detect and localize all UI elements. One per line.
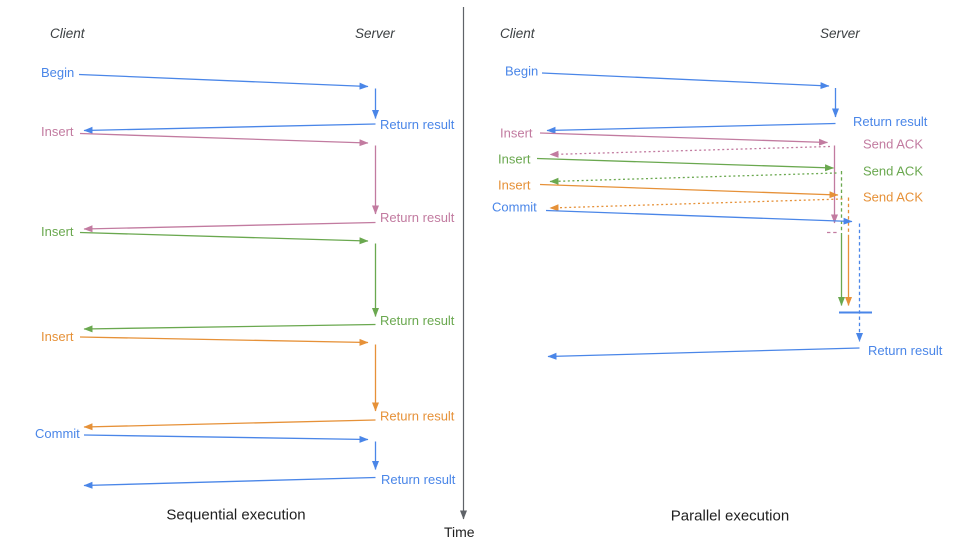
seq-diagram-title: Sequential execution: [166, 507, 305, 524]
seq-insert2-request-arrow: [79, 231, 369, 245]
par-insert1-ack-label: Send ACK: [863, 137, 923, 152]
par-insert3-request-arrow: [539, 183, 839, 199]
par-insert2-request-arrow: [536, 157, 834, 172]
seq-insert2-result-label: Return result: [380, 313, 455, 328]
par-server-lifeline-label: Server: [820, 26, 860, 41]
seq-insert1-label: Insert: [41, 124, 74, 139]
par-commit-request-arrow: [545, 209, 853, 225]
seq-insert2-response-arrow: [83, 323, 376, 333]
seq-commit-request-arrow: [83, 434, 369, 443]
par-commit-label: Commit: [492, 200, 537, 215]
seq-insert3-response-arrow: [83, 419, 376, 431]
par-final-response-arrow: [547, 347, 860, 360]
seq-begin-result-label: Return result: [380, 117, 455, 132]
par-begin-label: Begin: [505, 64, 538, 79]
seq-begin-response-arrow: [83, 123, 376, 134]
seq-insert3-request-arrow: [79, 336, 369, 346]
seq-insert2-label: Insert: [41, 224, 74, 239]
par-insert1-label: Insert: [500, 126, 533, 141]
par-begin-response-arrow: [546, 122, 836, 134]
seq-client-lifeline-label: Client: [50, 26, 86, 41]
seq-insert3-label: Insert: [41, 329, 74, 344]
seq-insert1-response-arrow: [83, 221, 376, 233]
par-insert2-ack-label: Send ACK: [863, 164, 923, 179]
par-diagram-title: Parallel execution: [671, 508, 789, 525]
par-final-result-label: Return result: [868, 343, 943, 358]
seq-insert1-request-arrow: [79, 132, 369, 147]
seq-commit-response-arrow: [83, 476, 376, 489]
seq-begin-label: Begin: [41, 65, 74, 80]
par-insert2-label: Insert: [498, 152, 531, 167]
par-insert3-ack-arrow: [549, 198, 843, 212]
par-insert3-ack-label: Send ACK: [863, 190, 923, 205]
seq-commit-result-label: Return result: [381, 472, 456, 487]
par-insert3-label: Insert: [498, 178, 531, 193]
seq-begin-request-arrow: [78, 73, 369, 90]
par-begin-request-arrow: [541, 72, 830, 90]
par-client-lifeline-label: Client: [500, 26, 536, 41]
par-insert1-ack-arrow: [549, 145, 831, 158]
time-axis-label: Time: [444, 524, 475, 540]
seq-commit-label: Commit: [35, 426, 80, 441]
par-insert2-ack-arrow: [549, 172, 837, 185]
seq-insert1-result-label: Return result: [380, 210, 455, 225]
seq-insert3-result-label: Return result: [380, 409, 455, 424]
par-begin-result-label: Return result: [853, 114, 928, 129]
par-insert1-request-arrow: [539, 132, 828, 146]
seq-server-lifeline-label: Server: [355, 26, 395, 41]
